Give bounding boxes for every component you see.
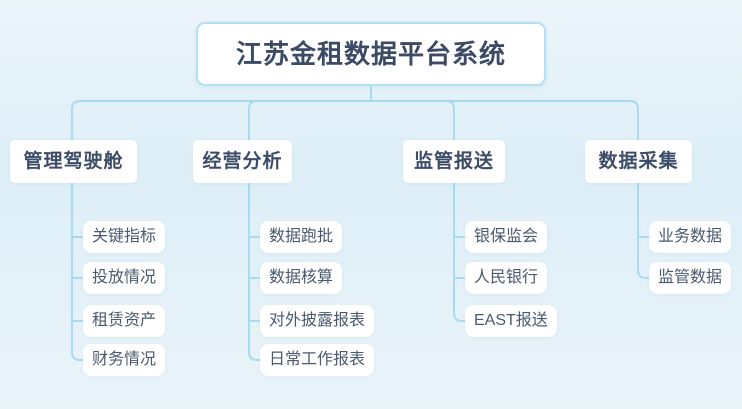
leaf-node-business-data[interactable]: 业务数据 — [649, 221, 732, 253]
connector-branch-1-stubs — [71, 236, 84, 322]
branch-node-regulatory-reporting[interactable]: 监管报送 — [403, 140, 505, 183]
leaf-node-cbirc[interactable]: 银保监会 — [465, 221, 548, 253]
leaf-node-lending-status[interactable]: 投放情况 — [83, 262, 166, 294]
branch-node-data-collection[interactable]: 数据采集 — [585, 140, 692, 183]
leaf-node-daily-work-reports[interactable]: 日常工作报表 — [260, 344, 375, 376]
leaf-node-leasing-assets[interactable]: 租赁资产 — [83, 305, 166, 337]
branch-node-management-cockpit[interactable]: 管理驾驶舱 — [10, 140, 137, 183]
leaf-node-data-accounting[interactable]: 数据核算 — [260, 262, 343, 294]
leaf-node-key-indicators[interactable]: 关键指标 — [83, 221, 166, 253]
connector-branch-1 — [71, 100, 372, 361]
connector-branch-2 — [248, 100, 372, 361]
leaf-node-external-disclosure-reports[interactable]: 对外披露报表 — [260, 305, 375, 337]
connector-branch-3 — [370, 100, 466, 322]
leaf-node-data-batch[interactable]: 数据跑批 — [260, 221, 343, 253]
connector-branch-2-stubs — [248, 236, 261, 322]
root-node-title[interactable]: 江苏金租数据平台系统 — [196, 22, 546, 86]
connector-branch-4 — [370, 100, 650, 279]
leaf-node-east-reporting[interactable]: EAST报送 — [465, 305, 557, 337]
branch-node-business-analysis[interactable]: 经营分析 — [193, 140, 292, 183]
leaf-node-financial-status[interactable]: 财务情况 — [83, 344, 166, 376]
leaf-node-pboc[interactable]: 人民银行 — [465, 262, 548, 294]
leaf-node-regulatory-data[interactable]: 监管数据 — [649, 262, 732, 294]
connector-branch-3-stubs — [453, 236, 466, 279]
